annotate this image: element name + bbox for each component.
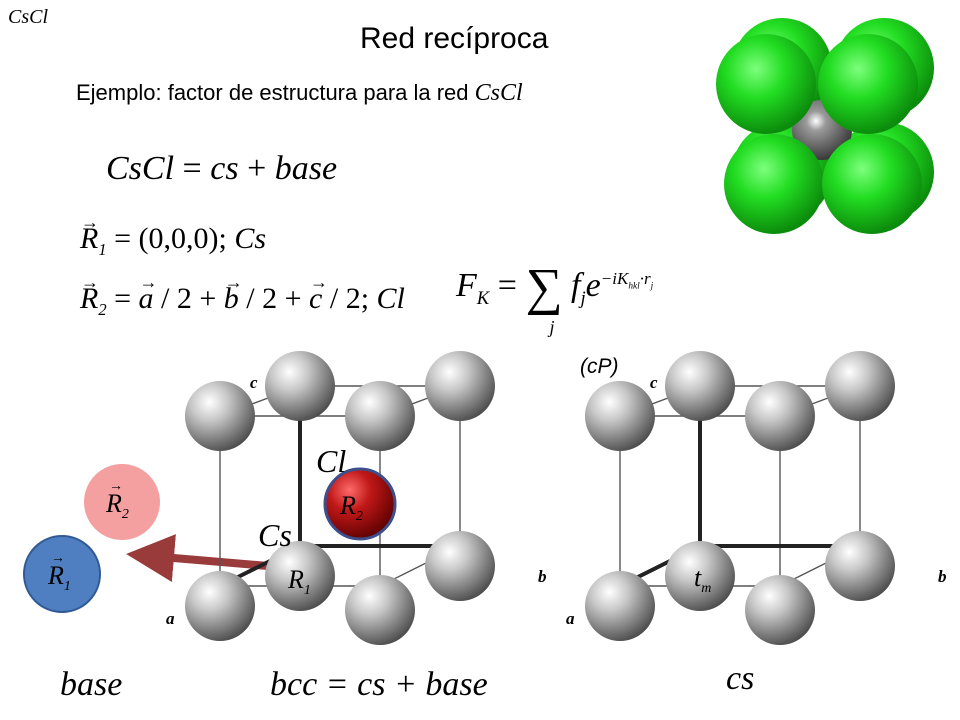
slide-title: Red recíproca xyxy=(360,22,549,55)
r1-base-arrow-glyph: → xyxy=(51,551,65,566)
eq-plus: + xyxy=(238,150,275,187)
r2-div3: / 2; xyxy=(322,282,377,315)
equation-r1: R1 = (0,0,0); Cs xyxy=(80,212,266,260)
corner-atom xyxy=(585,571,655,641)
t-origin-label: tm xyxy=(694,563,711,596)
r1-origin-label: R1 xyxy=(287,565,311,598)
r2-vector: R xyxy=(80,272,99,316)
eq-term-base: base xyxy=(274,150,338,187)
corner-atom xyxy=(345,381,415,451)
r2-div2: / 2 + xyxy=(238,282,310,315)
eq-lhs: CsCl xyxy=(106,150,175,187)
sum-symbol: ∑j xyxy=(525,259,563,337)
axis-label-a: a xyxy=(166,609,175,628)
r2-eq: = xyxy=(106,282,139,315)
corner-atom xyxy=(265,351,335,421)
cs-label: Cs xyxy=(258,517,292,553)
origin-atom xyxy=(265,541,335,611)
equation-cscl: CsCl = cs + base xyxy=(106,150,337,188)
r2-center-label: R2 xyxy=(339,491,363,524)
cscl-molecule-model xyxy=(716,18,934,234)
corner-atom xyxy=(745,575,815,645)
corner-atom xyxy=(825,351,895,421)
structure-factor-equation: FK = ∑j fje−iKhkl·rj xyxy=(456,258,654,337)
label-bcc: bcc = cs + base xyxy=(270,666,488,703)
corner-atom xyxy=(425,531,495,601)
cl-atom xyxy=(822,134,922,234)
axis-label-c: c xyxy=(650,373,658,392)
label-cs: cs xyxy=(726,660,755,697)
sf-eq: = xyxy=(489,267,526,304)
corner-atom xyxy=(185,571,255,641)
base-atoms-panel: R2 → R1 → xyxy=(23,464,272,613)
cs-unit-cell: tm c a b xyxy=(566,351,947,645)
r2-atom: Cl xyxy=(376,282,405,315)
cl-atom xyxy=(818,34,918,134)
cp-label: (cP) xyxy=(580,355,619,378)
sf-F-sub: K xyxy=(476,287,490,309)
r1-vector: R xyxy=(80,212,99,256)
r2-base-arrow-glyph: → xyxy=(109,479,123,494)
r1-base-label: R1 xyxy=(47,561,71,594)
cl-atom xyxy=(724,134,824,234)
corner-atom xyxy=(345,575,415,645)
sf-e: e xyxy=(585,267,601,304)
corner-atom xyxy=(665,351,735,421)
vec-b: b xyxy=(224,272,243,316)
r1-subscript: 1 xyxy=(98,240,107,259)
eq-term-cs: cs xyxy=(210,150,239,187)
slide-subtitle: Ejemplo: factor de estructura para la re… xyxy=(76,80,523,107)
subtitle-formula: CsCl xyxy=(474,80,523,106)
r2-base-atom xyxy=(84,464,160,540)
r2-base-label: R2 xyxy=(105,489,129,522)
corner-atom xyxy=(425,351,495,421)
bcc-unit-cell: R2 R1 c a b Cl Cs xyxy=(166,351,547,645)
subtitle-text: Ejemplo: factor de estructura para la re… xyxy=(76,80,475,105)
label-base: base xyxy=(60,666,123,703)
corner-atom xyxy=(825,531,895,601)
axis-label-a: a xyxy=(566,609,575,628)
cl-label: Cl xyxy=(316,443,346,479)
corner-atom xyxy=(585,381,655,451)
vec-c: c xyxy=(309,272,328,316)
axis-label-c: c xyxy=(250,373,258,392)
r1-base-atom xyxy=(23,535,101,613)
cell-edges xyxy=(619,385,861,587)
corner-atom xyxy=(745,381,815,451)
mapping-arrow xyxy=(126,534,272,582)
sf-F: F xyxy=(456,267,477,304)
r1-rhs: = (0,0,0); xyxy=(106,222,235,255)
sf-f: f xyxy=(571,267,581,304)
axis-label-b: b xyxy=(938,567,947,586)
corner-atom xyxy=(185,381,255,451)
r2-div1: / 2 + xyxy=(153,282,224,315)
body-center-atom xyxy=(323,467,397,541)
cl-atom xyxy=(716,34,816,134)
eq-sign: = xyxy=(174,150,211,187)
equation-r2: R2 = a / 2 + b / 2 + c / 2; Cl xyxy=(80,272,405,320)
sum-index: j xyxy=(549,317,555,337)
r2-subscript: 2 xyxy=(98,300,107,319)
origin-atom xyxy=(665,541,735,611)
vec-a: a xyxy=(139,272,158,316)
corner-label: CsCl xyxy=(8,6,49,28)
axis-label-b: b xyxy=(538,567,547,586)
sf-exponent: −iKhkl·rj xyxy=(600,268,654,292)
r1-atom: Cs xyxy=(234,222,266,255)
sf-f-sub: j xyxy=(580,287,586,309)
